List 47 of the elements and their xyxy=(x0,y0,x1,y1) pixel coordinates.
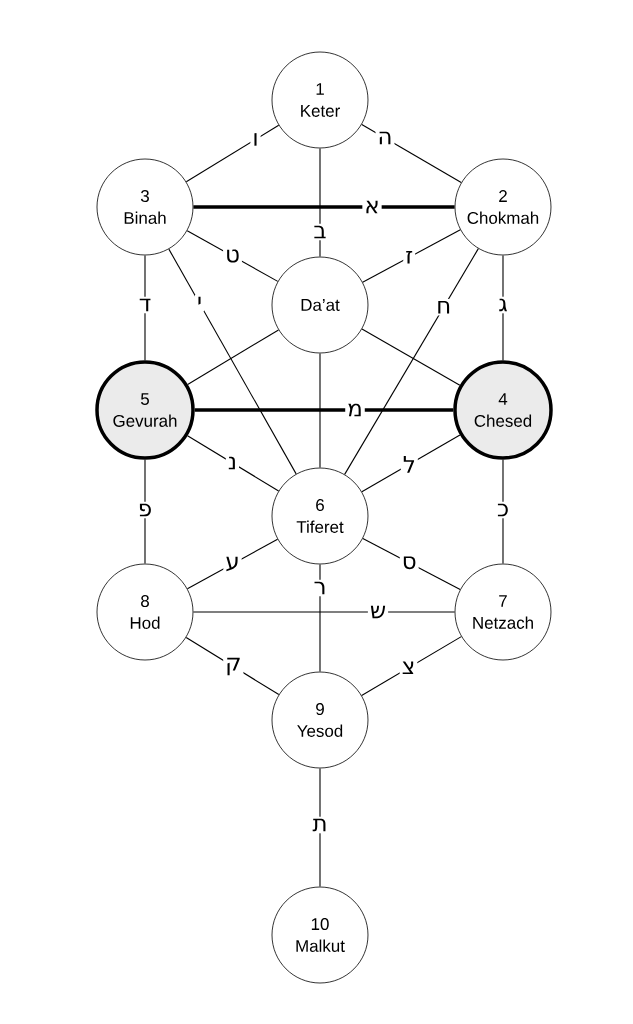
connector-line xyxy=(193,205,455,209)
connector-line xyxy=(361,328,461,386)
connector-line xyxy=(187,435,280,492)
edge-label: מ xyxy=(345,401,365,419)
connector-line xyxy=(319,147,321,258)
edge-label: ת xyxy=(310,816,330,834)
connector-line xyxy=(319,767,321,888)
edge-label: ד xyxy=(136,296,154,314)
edge-label: צ xyxy=(399,659,418,677)
connector-line xyxy=(185,124,280,183)
connector-line xyxy=(502,254,504,361)
connector-line xyxy=(192,611,456,613)
edge-label: ב xyxy=(311,223,329,241)
connector-line xyxy=(319,563,321,673)
connector-line xyxy=(362,537,461,591)
connector-line xyxy=(144,459,146,565)
edge-label: פ xyxy=(135,501,155,519)
connector-line xyxy=(187,329,280,385)
edge-label: כ xyxy=(494,501,512,519)
connector-line xyxy=(194,408,454,412)
edge-label: ע xyxy=(223,554,242,574)
edge-label: ה xyxy=(375,129,395,147)
connector-line xyxy=(361,434,461,493)
edge-label: ז xyxy=(403,248,416,266)
connector-line xyxy=(168,248,297,475)
edge-label: ר xyxy=(311,579,329,597)
edge-label: ח xyxy=(434,298,454,316)
connector-line xyxy=(186,538,279,590)
connector-line xyxy=(502,459,504,565)
edge-label: א xyxy=(362,198,382,216)
connector-line xyxy=(185,636,280,696)
edge-label: ט xyxy=(223,247,242,265)
edge-label: ל xyxy=(400,453,418,475)
connector-line xyxy=(344,248,479,475)
connector-line xyxy=(319,352,321,469)
edge-label: ש xyxy=(367,603,389,621)
connector-line xyxy=(361,636,462,696)
edge-label: י xyxy=(194,294,205,312)
edge-label: ס xyxy=(399,554,419,572)
edge-label: ג xyxy=(496,296,510,314)
edge-label: נ xyxy=(225,454,239,472)
edge-label: ק xyxy=(223,655,244,678)
connector-line xyxy=(361,123,462,184)
edge-label: ו xyxy=(250,131,261,148)
connector-line xyxy=(186,230,279,282)
connector-line xyxy=(362,229,461,283)
connector-line xyxy=(144,254,146,361)
